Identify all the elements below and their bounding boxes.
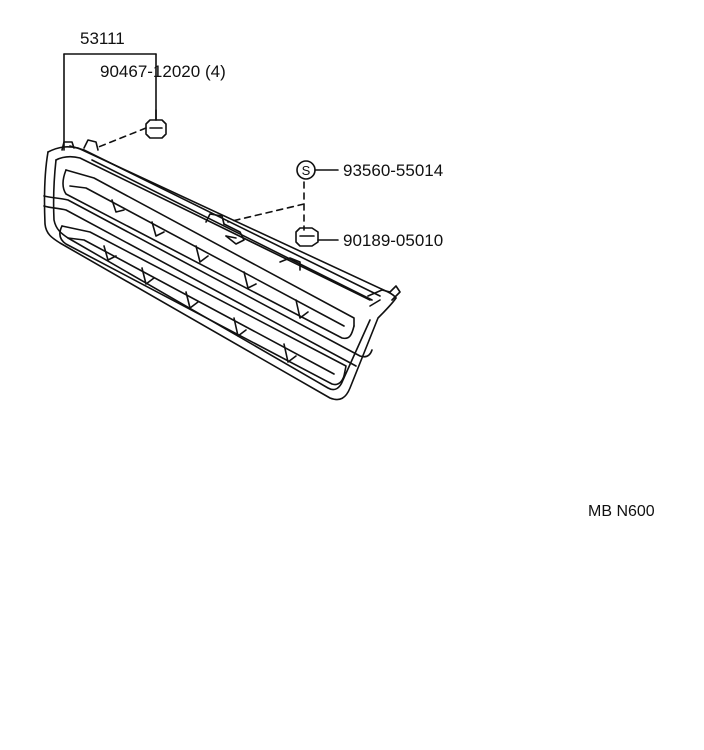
label-grille-number: 53111: [80, 29, 125, 48]
clip-part-number: 90467-12020: [100, 62, 201, 81]
left-mounting-tab: [61, 139, 99, 151]
grille-top-bead: [83, 149, 381, 301]
right-mounting-bracket: [279, 257, 401, 307]
center-mounting-bracket: [205, 213, 245, 245]
grille-middle-bar: [43, 195, 373, 367]
grille-fins-lower: [103, 245, 297, 363]
grille-lower-opening: [59, 225, 347, 386]
grille-upper-opening: [62, 169, 355, 340]
label-clip-number: 90467-12020 (4): [100, 62, 226, 82]
screw-symbol-letter: S: [302, 163, 311, 178]
clip-quantity: (4): [204, 62, 226, 81]
label-screw-number: 93560-55014: [343, 161, 444, 180]
grille-outer-frame: [43, 146, 397, 401]
diagram-reference-code: MB N600: [588, 503, 655, 520]
nut-part: [295, 227, 319, 247]
leader-bracket-53111: [63, 53, 157, 151]
clip-part: [145, 109, 167, 139]
leader-clip: [95, 127, 147, 149]
label-nut-number: 90189-05010: [343, 231, 444, 250]
leader-screw-nut: [227, 181, 305, 231]
grille-fins-upper: [111, 199, 309, 319]
